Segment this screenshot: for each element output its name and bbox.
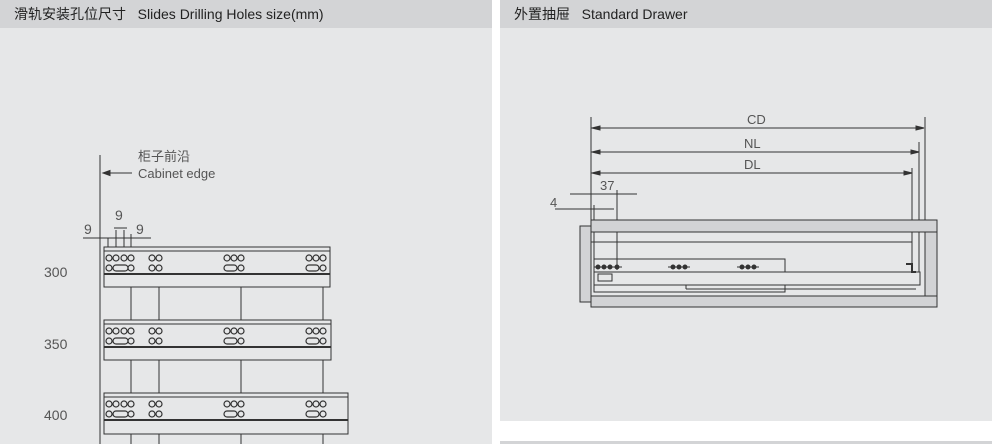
drawer-diagram: CD NL DL 37 4: [550, 112, 938, 308]
slides-drilling-panel: 滑轨安装孔位尺寸 Slides Drilling Holes size(mm) …: [0, 0, 492, 444]
dim-9-left: 9: [84, 221, 92, 237]
dim-9-middle: 9: [115, 207, 123, 223]
cabinet-edge-cn: 柜子前沿: [138, 149, 190, 164]
standard-drawer-panel: 外置抽屉 Standard Drawer CD NL DL 37 4: [500, 0, 992, 421]
title-en: Slides Drilling Holes size(mm): [137, 6, 324, 22]
label-dl: DL: [744, 157, 761, 172]
next-panel-header: [500, 441, 992, 444]
label-4: 4: [550, 195, 557, 210]
title-cn: 外置抽屉: [514, 6, 570, 22]
rail-length-300: 300: [44, 264, 68, 280]
drilling-diagram: 柜子前沿 Cabinet edge 9 9 9 300 350: [44, 149, 349, 444]
rail-length-400: 400: [44, 407, 68, 423]
rail-400: [103, 392, 349, 435]
rail-length-350: 350: [44, 336, 68, 352]
panel-header: 外置抽屉 Standard Drawer: [500, 0, 992, 28]
rail-350: [103, 319, 332, 361]
title-en: Standard Drawer: [581, 6, 688, 22]
label-cd: CD: [747, 112, 766, 127]
title-cn: 滑轨安装孔位尺寸: [14, 6, 126, 22]
label-nl: NL: [744, 136, 761, 151]
label-37: 37: [600, 178, 614, 193]
drawer-front: [579, 225, 592, 303]
rail-300: [103, 246, 331, 288]
panel-header: 滑轨安装孔位尺寸 Slides Drilling Holes size(mm): [0, 0, 492, 28]
dim-9-right: 9: [136, 221, 144, 237]
cabinet-edge-en: Cabinet edge: [138, 166, 215, 181]
